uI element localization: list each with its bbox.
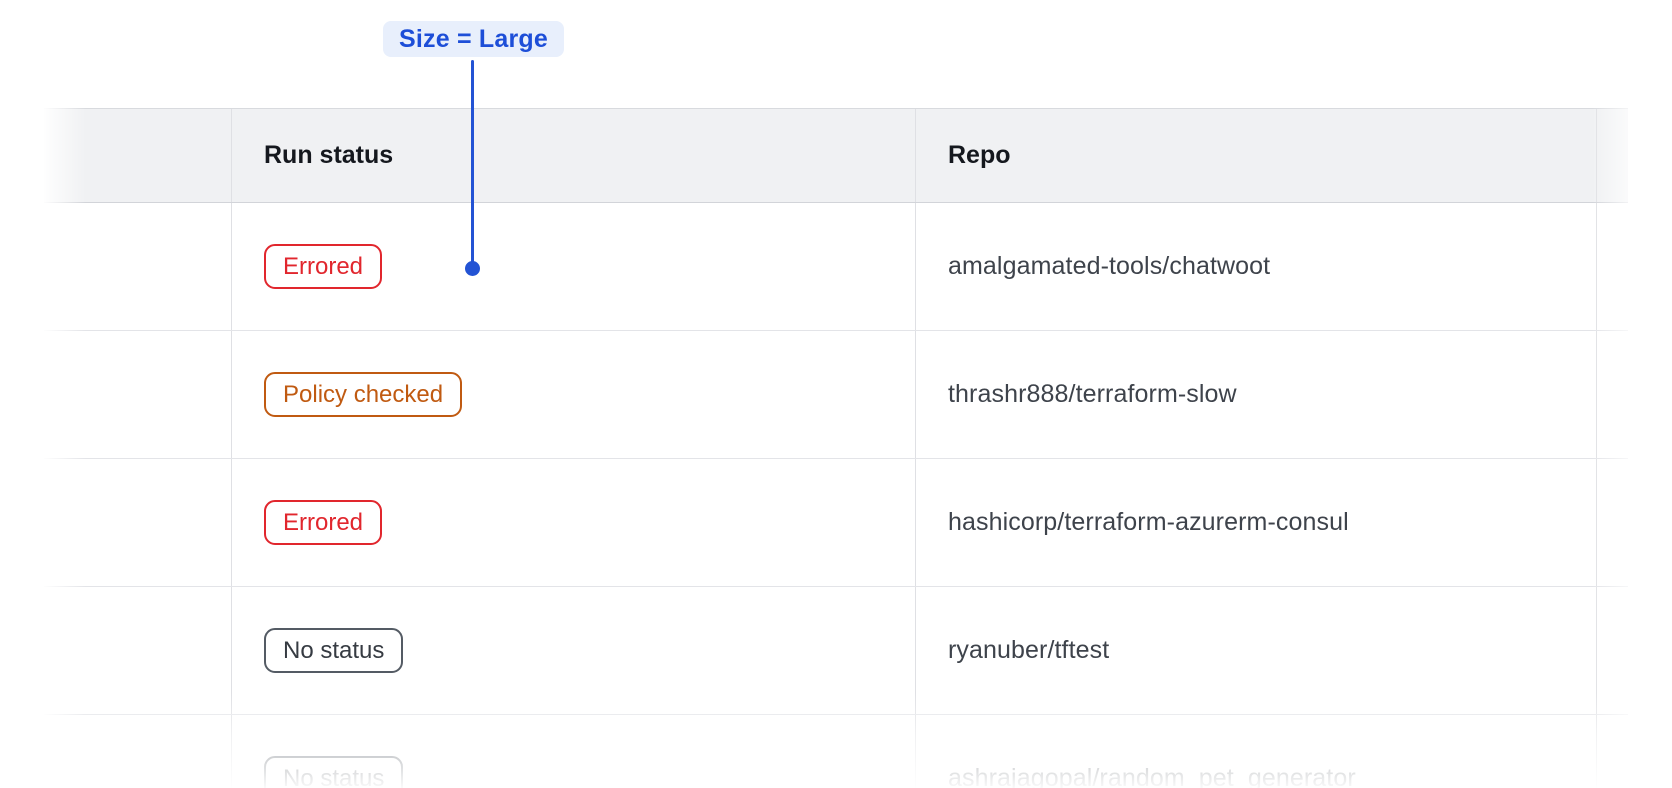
row-cell-empty [44,587,232,714]
header-cell-run-status: Run status [232,109,916,202]
header-cell-empty [44,109,232,202]
row-cell-next-partial [1597,715,1629,788]
row-cell-run-status: Errored [232,459,916,586]
row-cell-next-partial [1597,587,1629,714]
row-cell-repo: ryanuber/tftest [916,587,1597,714]
row-cell-repo: thrashr888/terraform-slow [916,331,1597,458]
row-cell-run-status: No status [232,587,916,714]
table-row-5[interactable]: No status ashrajagopal/random_pet_genera… [44,715,1628,788]
row-cell-empty [44,203,232,330]
row-cell-repo: amalgamated-tools/chatwoot [916,203,1597,330]
row-cell-next-partial [1597,331,1629,458]
row-cell-run-status: Errored [232,203,916,330]
row-cell-next-partial [1597,459,1629,586]
status-badge-errored: Errored [264,500,383,545]
status-badge-no-status: No status [264,628,404,673]
table-row-2[interactable]: Policy checked thrashr888/terraform-slow [44,331,1628,459]
row-cell-repo: hashicorp/terraform-azurerm-consul [916,459,1597,586]
row-cell-repo: ashrajagopal/random_pet_generator [916,715,1597,788]
row-cell-run-status: Policy checked [232,331,916,458]
table-header-row: Run status Repo [44,108,1628,203]
header-cell-next-partial [1597,109,1629,202]
row-cell-empty [44,715,232,788]
size-annotation-label: Size = Large [383,21,564,57]
status-badge-no-status: No status [264,756,404,788]
row-cell-run-status: No status [232,715,916,788]
runs-table: Run status Repo Errored amalgamated-tool… [44,108,1628,788]
row-cell-next-partial [1597,203,1629,330]
status-badge-errored: Errored [264,244,383,289]
header-cell-repo: Repo [916,109,1597,202]
table-row-3[interactable]: Errored hashicorp/terraform-azurerm-cons… [44,459,1628,587]
status-badge-policy-checked: Policy checked [264,372,463,417]
row-cell-empty [44,331,232,458]
table-row-1[interactable]: Errored amalgamated-tools/chatwoot [44,203,1628,331]
table-row-4[interactable]: No status ryanuber/tftest [44,587,1628,715]
row-cell-empty [44,459,232,586]
